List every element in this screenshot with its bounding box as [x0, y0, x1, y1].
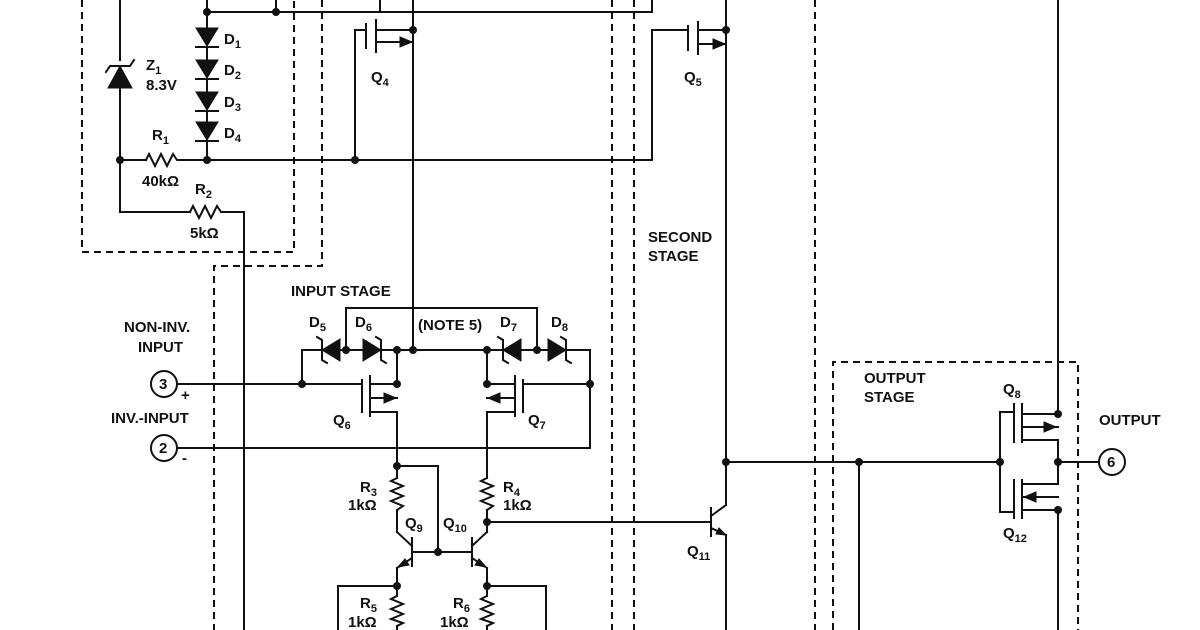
label-r4-value: 1kΩ — [503, 497, 532, 514]
label-r6-value: 1kΩ — [440, 614, 469, 630]
label-d1: D1 — [224, 31, 241, 51]
mosfet-q6 — [361, 375, 398, 417]
resistor-r2 — [188, 203, 225, 221]
second-stage-label-2: STAGE — [648, 248, 699, 265]
label-q10: Q10 — [443, 515, 467, 535]
label-r2: R2 — [195, 181, 212, 201]
minus-sign: - — [182, 450, 187, 467]
resistor-r4 — [478, 476, 496, 512]
pin-circles — [150, 370, 1126, 476]
label-q9: Q9 — [405, 515, 423, 535]
pin-2-number: 2 — [159, 440, 167, 457]
label-r3-value: 1kΩ — [348, 497, 377, 514]
mosfet-q8 — [1013, 403, 1059, 443]
label-z1: Z1 — [146, 57, 161, 77]
output-stage-label-1: OUTPUT — [864, 370, 926, 387]
pin-3-number: 3 — [159, 376, 167, 393]
pin-6-circle — [1098, 448, 1126, 476]
label-d7: D7 — [500, 314, 517, 334]
zener-d7 — [502, 338, 522, 362]
label-d2: D2 — [224, 62, 241, 82]
label-r1: R1 — [152, 127, 169, 147]
inv-input-label: INV.-INPUT — [111, 410, 189, 427]
diode-d1 — [195, 27, 219, 47]
label-d6: D6 — [355, 314, 372, 334]
pin-2-circle — [150, 434, 178, 462]
diode-d2 — [195, 59, 219, 79]
plus-sign: + — [181, 387, 190, 404]
bjt-q9 — [395, 530, 414, 570]
pin-3-circle — [150, 370, 178, 398]
zener-z1 — [104, 58, 136, 89]
output-label: OUTPUT — [1099, 412, 1161, 429]
diode-d3 — [195, 91, 219, 111]
mosfet-q12 — [1013, 479, 1059, 519]
resistor-r3 — [388, 476, 406, 512]
label-q11: Q11 — [687, 543, 710, 563]
non-inv-label-1: NON-INV. — [124, 319, 190, 336]
pin-6-number: 6 — [1107, 454, 1115, 471]
junction-dots — [116, 8, 1062, 590]
diode-string-d1-d4 — [195, 27, 219, 142]
label-r5-value: 1kΩ — [348, 614, 377, 630]
label-q4: Q4 — [371, 69, 390, 89]
resistor-r5 — [388, 594, 406, 628]
label-r1-value: 40kΩ — [142, 173, 179, 190]
mosfet-q7 — [486, 375, 524, 417]
label-r6: R6 — [453, 595, 470, 615]
resistor-r1 — [144, 151, 181, 169]
diode-d4 — [195, 121, 219, 141]
label-d5: D5 — [309, 314, 326, 334]
label-r5: R5 — [360, 595, 377, 615]
label-q7: Q7 — [528, 412, 546, 432]
label-z1-value: 8.3V — [146, 77, 177, 94]
label-r4: R4 — [503, 479, 521, 499]
second-stage-label-1: SECOND — [648, 229, 712, 246]
label-d8: D8 — [551, 314, 568, 334]
label-q8: Q8 — [1003, 381, 1021, 401]
label-q12: Q12 — [1003, 525, 1027, 545]
bjt-q10 — [470, 530, 489, 570]
resistor-r6 — [478, 594, 496, 628]
zener-d6 — [362, 338, 382, 362]
zener-d5 — [321, 338, 341, 362]
label-d4: D4 — [224, 125, 242, 145]
non-inv-label-2: INPUT — [138, 339, 183, 356]
label-q5: Q5 — [684, 69, 702, 89]
protection-zeners-d5-d8 — [315, 335, 573, 365]
label-q6: Q6 — [333, 412, 351, 432]
bjt-q11 — [709, 503, 728, 537]
label-d3: D3 — [224, 94, 241, 114]
resistors — [144, 151, 496, 628]
output-stage-label-2: STAGE — [864, 389, 915, 406]
input-stage-label: INPUT STAGE — [291, 283, 391, 300]
mosfet-q5 — [687, 21, 727, 55]
label-r3: R3 — [360, 479, 377, 499]
note-5-label: (NOTE 5) — [418, 317, 482, 334]
label-r2-value: 5kΩ — [190, 225, 219, 242]
output-stage-box — [832, 361, 1079, 630]
bias-box — [81, 0, 295, 253]
wires — [119, 0, 1099, 630]
labels: D1 D2 D3 D4 Z1 8.3V R1 40kΩ R2 5kΩ Q4 Q5… — [111, 31, 1161, 630]
mosfet-q4 — [365, 19, 414, 53]
zener-d8 — [547, 338, 567, 362]
